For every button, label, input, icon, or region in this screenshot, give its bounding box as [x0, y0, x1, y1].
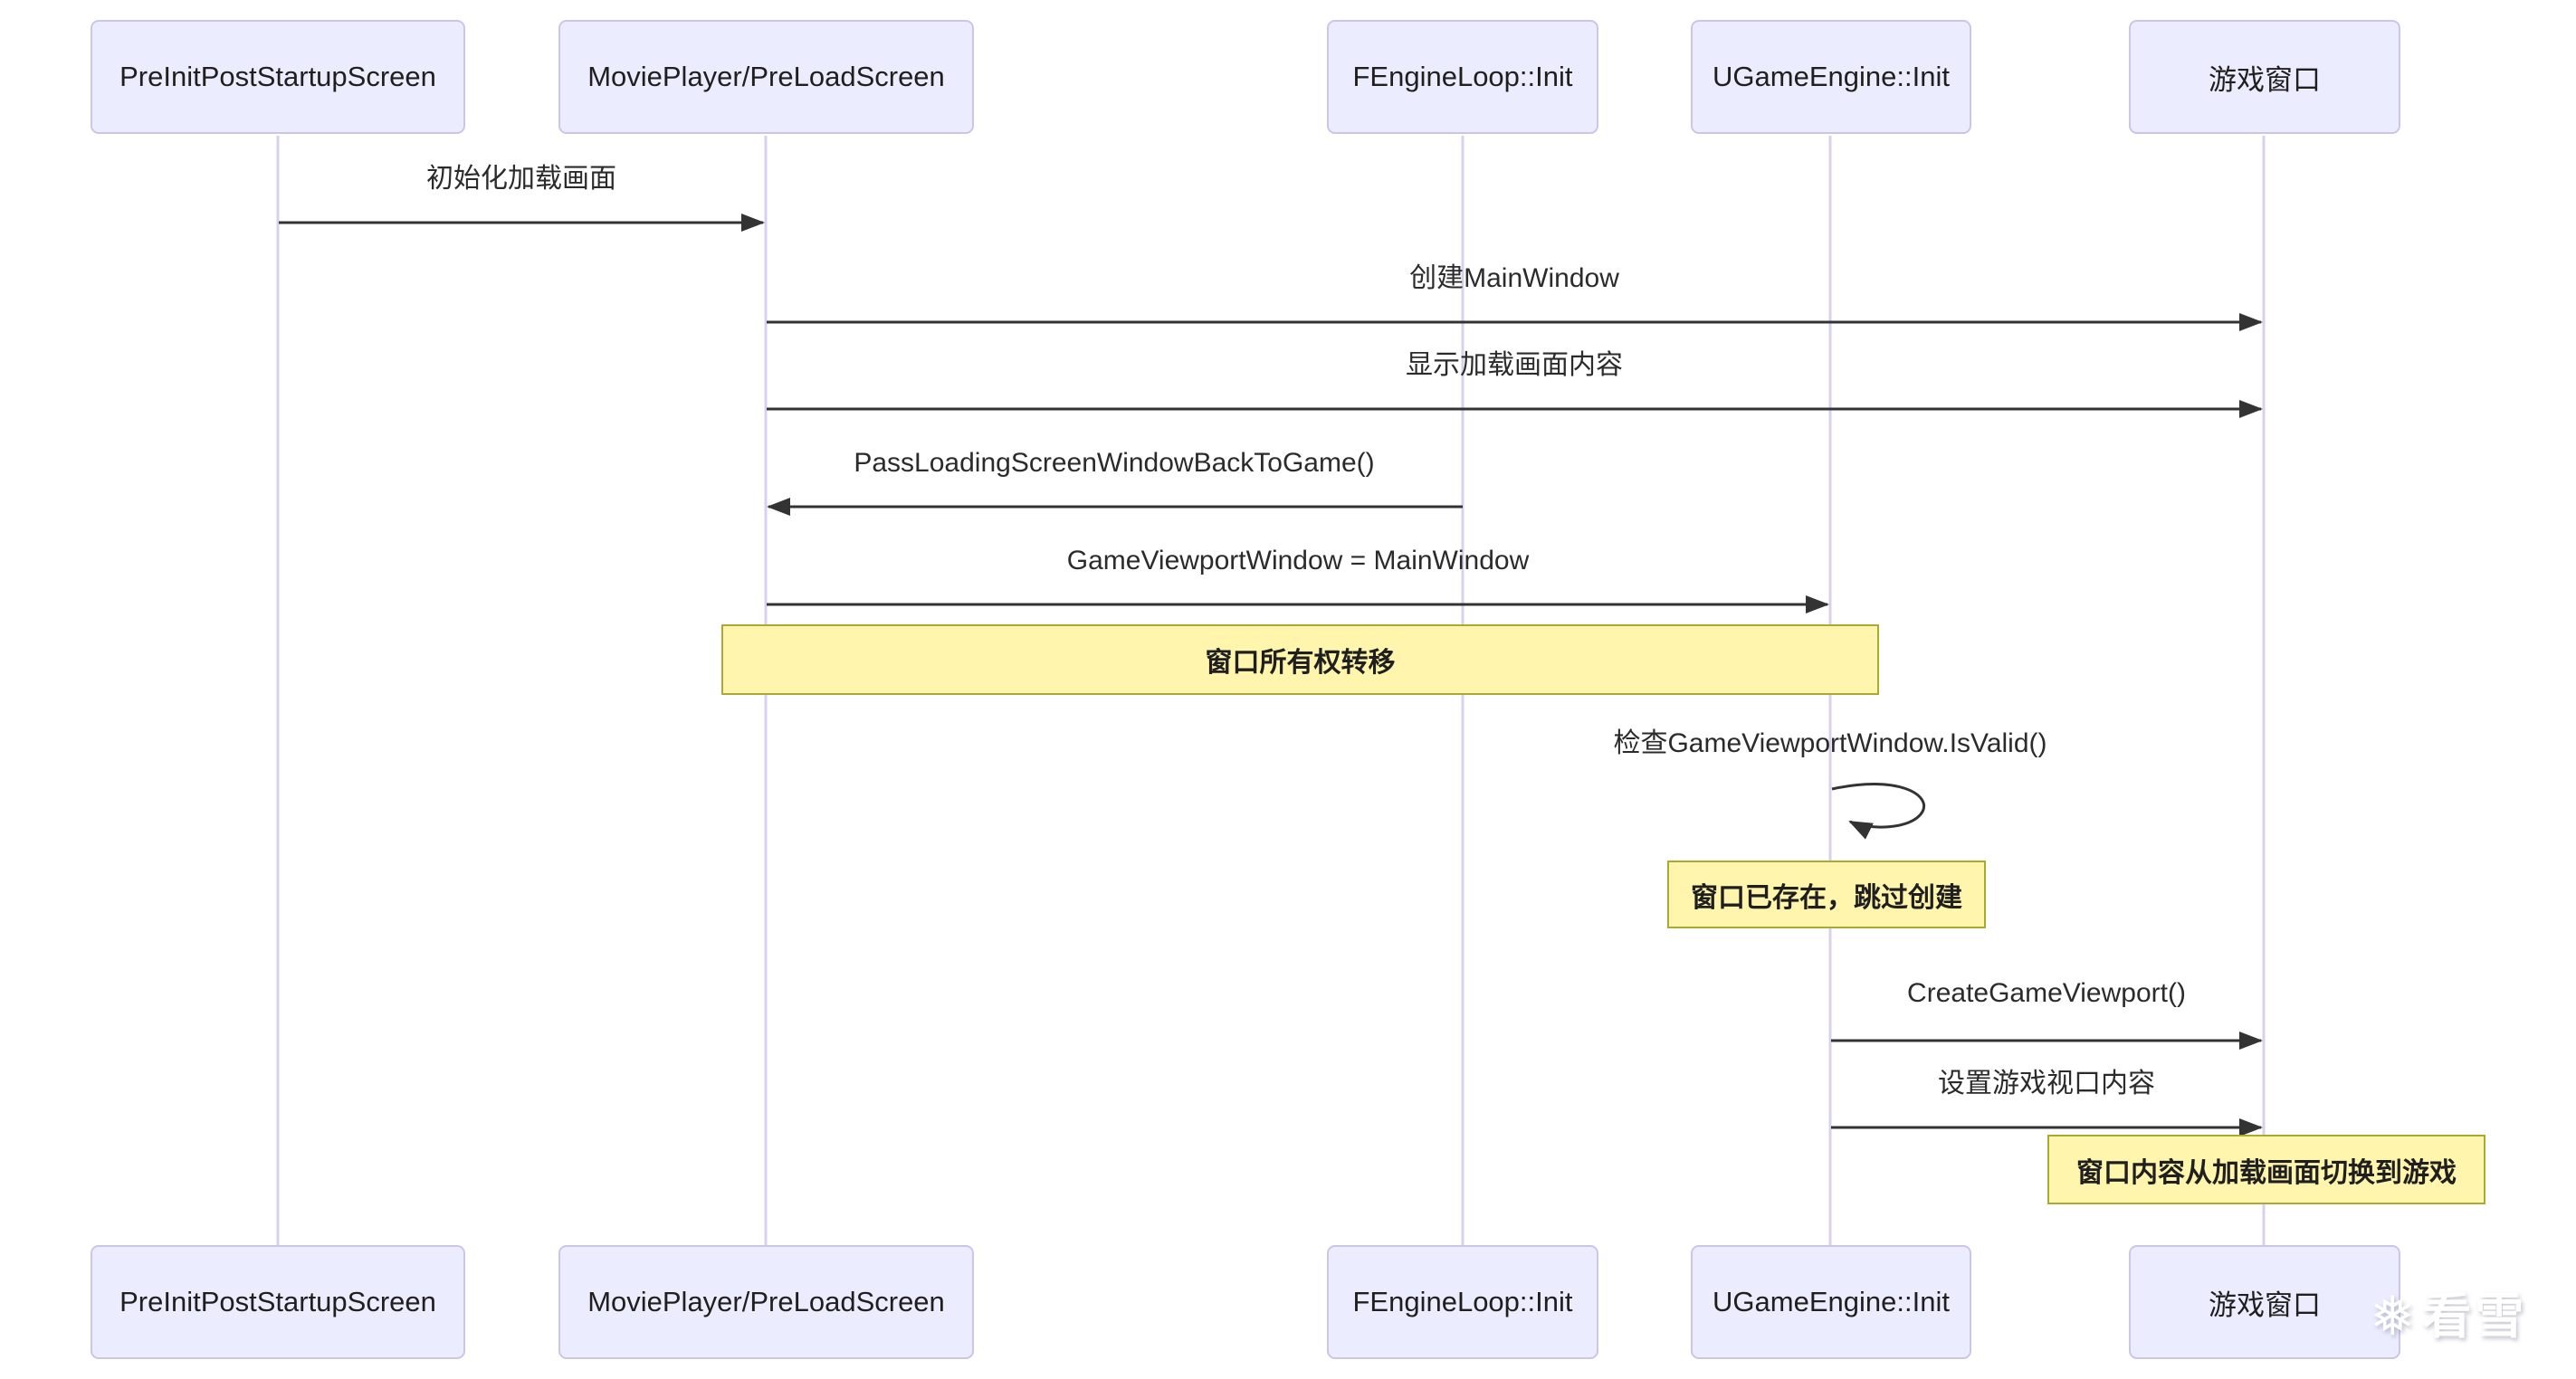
kanxue-watermark: ❅ 看雪 — [2370, 1285, 2527, 1348]
message-label-gameviewportwindow-assign: GameViewportWindow = MainWindow — [1066, 546, 1530, 575]
actor-top-preinitpoststartupscreen: PreInitPostStartupScreen — [91, 20, 465, 134]
note-window-ownership-transfer: 窗口所有权转移 — [721, 624, 1879, 695]
actor-label: MoviePlayer/PreLoadScreen — [587, 61, 945, 92]
actor-bottom-movieplayer-preloadscreen: MoviePlayer/PreLoadScreen — [558, 1245, 974, 1359]
snowflake-icon: ❅ — [2370, 1286, 2416, 1346]
note-content-switch-to-game: 窗口内容从加载画面切换到游戏 — [2047, 1135, 2485, 1204]
actor-label: PreInitPostStartupScreen — [119, 1286, 436, 1317]
actor-bottom-fengineloop-init: FEngineLoop::Init — [1327, 1245, 1598, 1359]
message-label-pass-loading-screen-back: PassLoadingScreenWindowBackToGame() — [854, 448, 1375, 478]
actor-label: MoviePlayer/PreLoadScreen — [587, 1286, 945, 1317]
note-window-exists-skip-create: 窗口已存在，跳过创建 — [1667, 861, 1986, 928]
actor-label: 游戏窗口 — [2209, 63, 2321, 96]
actor-bottom-preinitpoststartupscreen: PreInitPostStartupScreen — [91, 1245, 465, 1359]
actor-label: 游戏窗口 — [2209, 1289, 2321, 1321]
message-label-init-loading-screen: 初始化加载画面 — [426, 164, 616, 194]
note-text: 窗口内容从加载画面切换到游戏 — [2076, 1157, 2457, 1188]
message-label-check-isvalid: 检查GameViewportWindow.IsValid() — [1613, 728, 2047, 758]
actor-top-ugameengine-init: UGameEngine::Init — [1691, 20, 1971, 134]
actor-top-game-window: 游戏窗口 — [2129, 20, 2400, 134]
message-label-create-mainwindow: 创建MainWindow — [1409, 263, 1619, 293]
actor-label: UGameEngine::Init — [1713, 61, 1950, 92]
actor-label: PreInitPostStartupScreen — [119, 61, 436, 92]
actor-bottom-game-window: 游戏窗口 — [2129, 1245, 2400, 1359]
message-self-loop-isvalid — [1831, 782, 1926, 840]
note-text: 窗口所有权转移 — [1205, 648, 1396, 678]
actor-bottom-ugameengine-init: UGameEngine::Init — [1691, 1245, 1971, 1359]
actor-label: FEngineLoop::Init — [1352, 1286, 1573, 1317]
actor-label: FEngineLoop::Init — [1352, 61, 1573, 92]
watermark-text: 看雪 — [2422, 1289, 2528, 1344]
actor-top-movieplayer-preloadscreen: MoviePlayer/PreLoadScreen — [558, 20, 974, 134]
message-label-creategameviewport: CreateGameViewport() — [1907, 978, 2186, 1008]
actor-top-fengineloop-init: FEngineLoop::Init — [1327, 20, 1598, 134]
note-text: 窗口已存在，跳过创建 — [1691, 882, 1962, 913]
message-label-set-viewport-content: 设置游戏视口内容 — [1938, 1069, 2155, 1098]
actor-label: UGameEngine::Init — [1713, 1286, 1950, 1317]
message-label-show-loading-content: 显示加载画面内容 — [1406, 350, 1623, 380]
